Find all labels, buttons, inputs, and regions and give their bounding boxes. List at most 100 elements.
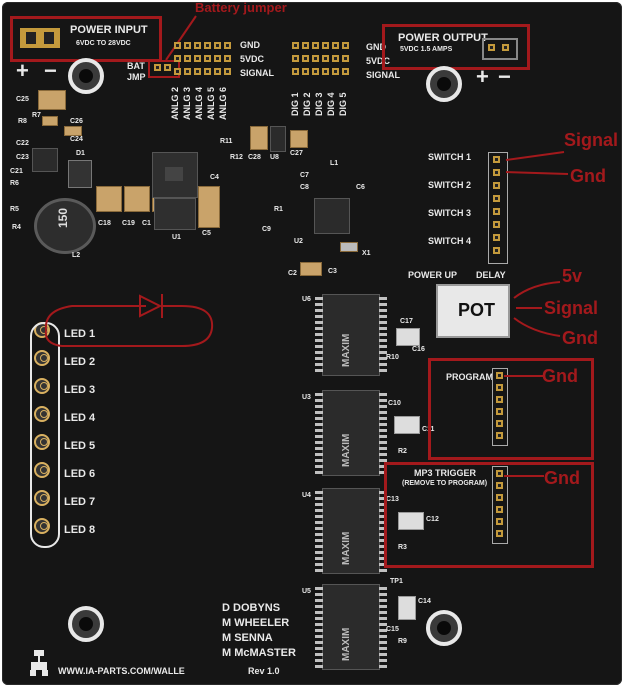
- rail-signal-right: SIGNAL: [366, 70, 401, 80]
- digital-header-pin[interactable]: [322, 42, 329, 49]
- program-header-pin[interactable]: [496, 384, 503, 391]
- switch-pin[interactable]: [493, 234, 500, 241]
- d1-diode: [68, 160, 92, 188]
- chip-pin: [315, 641, 323, 644]
- digital-header-pin[interactable]: [342, 68, 349, 75]
- led-pad[interactable]: [40, 438, 48, 446]
- switch-pin[interactable]: [493, 169, 500, 176]
- digital-header-pin[interactable]: [312, 55, 319, 62]
- digital-header-pin[interactable]: [302, 68, 309, 75]
- digital-header-pin[interactable]: [342, 55, 349, 62]
- led-pad[interactable]: [40, 410, 48, 418]
- analog-header-pin[interactable]: [174, 55, 181, 62]
- chip-pin: [379, 321, 387, 324]
- mp3-header-pin[interactable]: [496, 482, 503, 489]
- bat-jumper-pin[interactable]: [154, 64, 161, 71]
- analog-header-pin[interactable]: [224, 68, 231, 75]
- program-header-pin[interactable]: [496, 432, 503, 439]
- led-pad[interactable]: [40, 382, 48, 390]
- program-header-pin[interactable]: [496, 408, 503, 415]
- analog-header-pin[interactable]: [224, 42, 231, 49]
- analog-header-pin[interactable]: [194, 42, 201, 49]
- mp3-header[interactable]: [492, 466, 508, 544]
- program-header[interactable]: [492, 368, 508, 446]
- chip-pin: [379, 393, 387, 396]
- microcontroller-chip: [314, 198, 350, 234]
- chip-pin: [315, 453, 323, 456]
- led-label: LED 1: [64, 328, 96, 340]
- digital-header[interactable]: [292, 40, 354, 80]
- analog-header[interactable]: [174, 40, 236, 80]
- digital-header-pin[interactable]: [332, 68, 339, 75]
- digital-header-pin[interactable]: [332, 55, 339, 62]
- r8-label: R8: [18, 118, 27, 125]
- analog-header-pin[interactable]: [224, 55, 231, 62]
- led-pad[interactable]: [40, 354, 48, 362]
- mp3-header-pin[interactable]: [496, 470, 503, 477]
- chip-pin: [315, 539, 323, 542]
- led-label: LED 2: [64, 356, 96, 368]
- digital-header-pin[interactable]: [342, 42, 349, 49]
- power-output-title: POWER OUTPUT: [398, 32, 488, 44]
- power-output-terminal[interactable]: [482, 38, 518, 60]
- mp3-header-pin[interactable]: [496, 518, 503, 525]
- analog-header-pin[interactable]: [194, 68, 201, 75]
- power-up-label: POWER UP: [408, 270, 458, 280]
- mp3-header-pin[interactable]: [496, 506, 503, 513]
- led-pad[interactable]: [40, 522, 48, 530]
- switch-pin[interactable]: [493, 182, 500, 189]
- mp3-header-pin[interactable]: [496, 530, 503, 537]
- chip-pin: [379, 659, 387, 662]
- digital-header-pin[interactable]: [312, 68, 319, 75]
- digital-header-pin[interactable]: [292, 55, 299, 62]
- switch-pin[interactable]: [493, 221, 500, 228]
- switch-pin[interactable]: [493, 208, 500, 215]
- switch-header[interactable]: [488, 152, 508, 264]
- analog-header-pin[interactable]: [184, 55, 191, 62]
- rail-gnd-left: GND: [240, 40, 260, 50]
- c8-label: C8: [300, 184, 309, 191]
- c11-capacitor: [394, 416, 420, 434]
- digital-header-pin[interactable]: [322, 68, 329, 75]
- digital-header-pin[interactable]: [302, 42, 309, 49]
- chip-pin: [315, 411, 323, 414]
- bat-jumper-pin[interactable]: [164, 64, 171, 71]
- switch-label: SWITCH 2: [428, 180, 472, 190]
- led-pad[interactable]: [40, 494, 48, 502]
- analog-header-pin[interactable]: [194, 55, 201, 62]
- program-header-pin[interactable]: [496, 372, 503, 379]
- program-header-pin[interactable]: [496, 396, 503, 403]
- analog-header-pin[interactable]: [174, 42, 181, 49]
- analog-header-pin[interactable]: [184, 68, 191, 75]
- switch-pin[interactable]: [493, 156, 500, 163]
- analog-header-pin[interactable]: [204, 55, 211, 62]
- digital-header-pin[interactable]: [322, 55, 329, 62]
- analog-header-pin[interactable]: [204, 68, 211, 75]
- digital-label: DIG 5: [338, 92, 348, 116]
- r7-label: R7: [32, 112, 41, 119]
- chip-pin: [315, 533, 323, 536]
- c25-label: C25: [16, 96, 29, 103]
- digital-header-pin[interactable]: [312, 42, 319, 49]
- chip-pin: [379, 629, 387, 632]
- chip-pin: [379, 327, 387, 330]
- led-pad[interactable]: [40, 466, 48, 474]
- pot-potentiometer[interactable]: POT: [436, 284, 510, 338]
- digital-header-pin[interactable]: [302, 55, 309, 62]
- digital-header-pin[interactable]: [332, 42, 339, 49]
- analog-header-pin[interactable]: [214, 68, 221, 75]
- digital-header-pin[interactable]: [292, 68, 299, 75]
- switch-pin[interactable]: [493, 247, 500, 254]
- analog-header-pin[interactable]: [204, 42, 211, 49]
- analog-header-pin[interactable]: [174, 68, 181, 75]
- credit-line: M SENNA: [222, 632, 273, 644]
- program-header-pin[interactable]: [496, 420, 503, 427]
- switch-pin[interactable]: [493, 195, 500, 202]
- mp3-header-pin[interactable]: [496, 494, 503, 501]
- chip-pin: [315, 327, 323, 330]
- digital-header-pin[interactable]: [292, 42, 299, 49]
- analog-header-pin[interactable]: [214, 55, 221, 62]
- power-input-terminal[interactable]: [20, 28, 60, 48]
- analog-header-pin[interactable]: [214, 42, 221, 49]
- analog-header-pin[interactable]: [184, 42, 191, 49]
